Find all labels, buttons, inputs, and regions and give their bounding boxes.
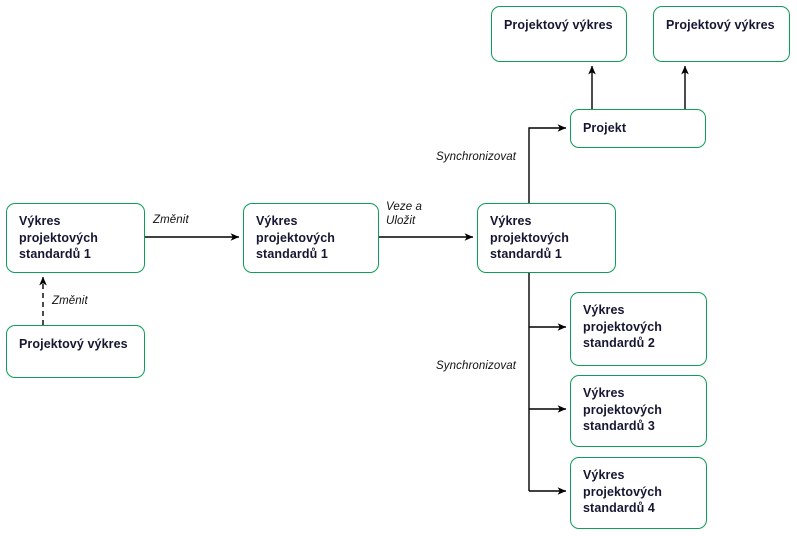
- node-standardu1-a[interactable]: Výkres projektových standardů 1: [6, 203, 145, 273]
- node-standardu3[interactable]: Výkres projektových standardů 3: [570, 375, 707, 447]
- edge-label-synchronizovat-2: Synchronizovat: [436, 360, 517, 372]
- edge-standardu1c-to-projekt: [528, 124, 567, 203]
- node-standardu2[interactable]: Výkres projektových standardů 2: [570, 292, 707, 366]
- node-standardu4[interactable]: Výkres projektových standardů 4: [570, 457, 707, 529]
- node-standardu1-c[interactable]: Výkres projektových standardů 1: [477, 203, 616, 273]
- node-projekt[interactable]: Projekt: [570, 109, 706, 148]
- edge-label-zmenit-2: Změnit: [52, 295, 88, 307]
- node-projektovy-vykres-top-1[interactable]: Projektový výkres: [491, 6, 627, 62]
- node-standardu1-b[interactable]: Výkres projektových standardů 1: [243, 203, 379, 273]
- node-projektovy-vykres-source[interactable]: Projektový výkres: [6, 325, 145, 378]
- node-projektovy-vykres-top-2[interactable]: Projektový výkres: [653, 6, 790, 62]
- edge-label-zmenit-1: Změnit: [153, 214, 189, 226]
- edge-label-synchronizovat-1: Synchronizovat: [436, 151, 517, 163]
- edge-label-veze-a-ulozit: Veze a Uložit: [386, 201, 422, 227]
